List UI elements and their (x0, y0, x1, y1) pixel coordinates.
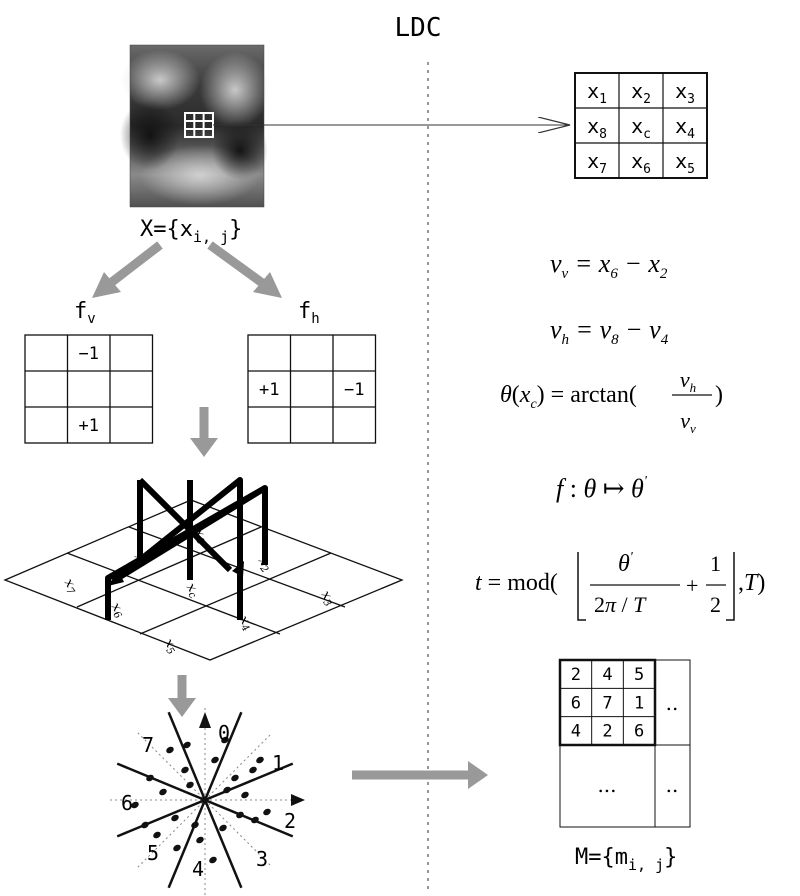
svg-text:2: 2 (710, 592, 721, 617)
matrix-cell: 6 (571, 693, 581, 713)
diagram-title: LDC (395, 13, 442, 43)
matrix-cell: 2 (602, 722, 612, 742)
orientation-bin-label: 3 (256, 847, 268, 871)
perspective-cell-label: x7 (59, 576, 81, 598)
filter-v-cell: +1 (79, 416, 99, 436)
matrix-ellipsis-bottom: ... (597, 773, 616, 797)
image-label-main: X={x (140, 217, 193, 242)
svg-text:): ) (715, 382, 723, 408)
neighborhood-cell: x3 (675, 79, 695, 107)
orientation-bin-label: 5 (147, 841, 159, 865)
filter-h-cell: +1 (259, 380, 279, 400)
orientation-bin-label: 7 (142, 733, 154, 757)
neighborhood-cell: xc (631, 114, 651, 142)
output-matrix: 2 4 5 6 7 1 4 2 6 .. ... .. (558, 658, 691, 828)
matrix-ellipsis-corner: .. (666, 773, 679, 797)
filter-v-label: fv (74, 299, 96, 327)
formula-t: t = mod( θ' 2π / T + 1 2 ,T) (475, 550, 765, 621)
split-arrows (92, 241, 282, 298)
filter-v-cell: −1 (79, 344, 99, 364)
neighborhood-cell: x2 (631, 79, 651, 107)
svg-text:t = mod(: t = mod( (475, 570, 558, 596)
neighborhood-cell: x4 (675, 114, 695, 142)
formula-vh: vh = v8 − v4 (550, 315, 669, 348)
neighborhood-cell: x8 (587, 114, 607, 142)
filter-v-grid: −1 +1 (24, 334, 154, 444)
neighborhood-cell: x7 (587, 149, 607, 177)
matrix-cell: 4 (602, 665, 612, 685)
down-arrow-2 (168, 675, 196, 717)
svg-text:2π / T: 2π / T (594, 592, 647, 617)
matrix-label: M={mi, j} (575, 845, 677, 874)
down-arrow-1 (190, 407, 218, 457)
image-label-close: } (229, 217, 242, 242)
orientation-bin-label: 0 (218, 721, 230, 745)
neighborhood-grid: x1 x2 x3 x8 xc x4 x7 x6 x5 (574, 72, 708, 179)
filter-h-grid: +1 −1 (247, 334, 377, 444)
formula-mapping: f : θ ↦ θ' (556, 474, 648, 503)
formula-vv: vv = x6 − x2 (550, 249, 668, 282)
formulas: vv = x6 − x2 vh = v8 − v4 θ(xc) = arctan… (475, 249, 765, 621)
orientation-bin-label: 2 (284, 809, 296, 833)
fh-sub: h (311, 311, 319, 327)
svg-text:θ(xc) = arctan(: θ(xc) = arctan( (500, 382, 637, 412)
matrix-cell: 6 (634, 722, 644, 742)
svg-text:vv: vv (680, 408, 696, 436)
svg-text:f : θ ↦ θ': f : θ ↦ θ' (556, 474, 648, 503)
filter-h-label: fh (298, 299, 320, 327)
matrix-ellipsis-right: .. (666, 691, 679, 715)
matrix-cell: 4 (571, 722, 581, 742)
neighborhood-cell: x5 (675, 149, 695, 177)
fv-main: f (74, 299, 87, 324)
filter-h-cell: −1 (344, 380, 364, 400)
perspective-cell-label: x3 (316, 588, 338, 609)
svg-text:θ': θ' (618, 550, 634, 577)
svg-text:+: + (686, 573, 698, 598)
fv-sub: v (87, 311, 95, 327)
matrix-label-close: } (664, 845, 677, 870)
matrix-cell: 1 (634, 693, 644, 713)
svg-text:vh = v8 − v4: vh = v8 − v4 (550, 315, 669, 348)
orientation-bin-label: 6 (121, 791, 133, 815)
neighborhood-cell: x1 (587, 79, 607, 107)
right-arrow (352, 761, 488, 789)
image-label-sub: i, j (193, 228, 229, 246)
fh-main: f (298, 299, 311, 324)
neighborhood-cell: x6 (631, 149, 651, 177)
svg-text:vh: vh (680, 367, 696, 395)
matrix-cell: 5 (634, 665, 644, 685)
image-label: X={xi, j} (140, 217, 242, 246)
input-image (120, 44, 270, 208)
svg-text:vv = x6 − x2: vv = x6 − x2 (550, 249, 668, 282)
orientation-bin-label: 1 (272, 751, 284, 775)
formula-theta: θ(xc) = arctan( vh vv ) (500, 367, 723, 436)
svg-text:,T): ,T) (738, 570, 765, 596)
matrix-cell: 7 (602, 693, 612, 713)
matrix-label-sub: i, j (628, 856, 664, 874)
perspective-cell-label: x5 (159, 636, 181, 657)
matrix-label-main: M={m (575, 845, 628, 870)
matrix-cell: 2 (571, 665, 581, 685)
orientation-bin-label: 4 (192, 857, 204, 881)
svg-text:1: 1 (710, 551, 721, 576)
